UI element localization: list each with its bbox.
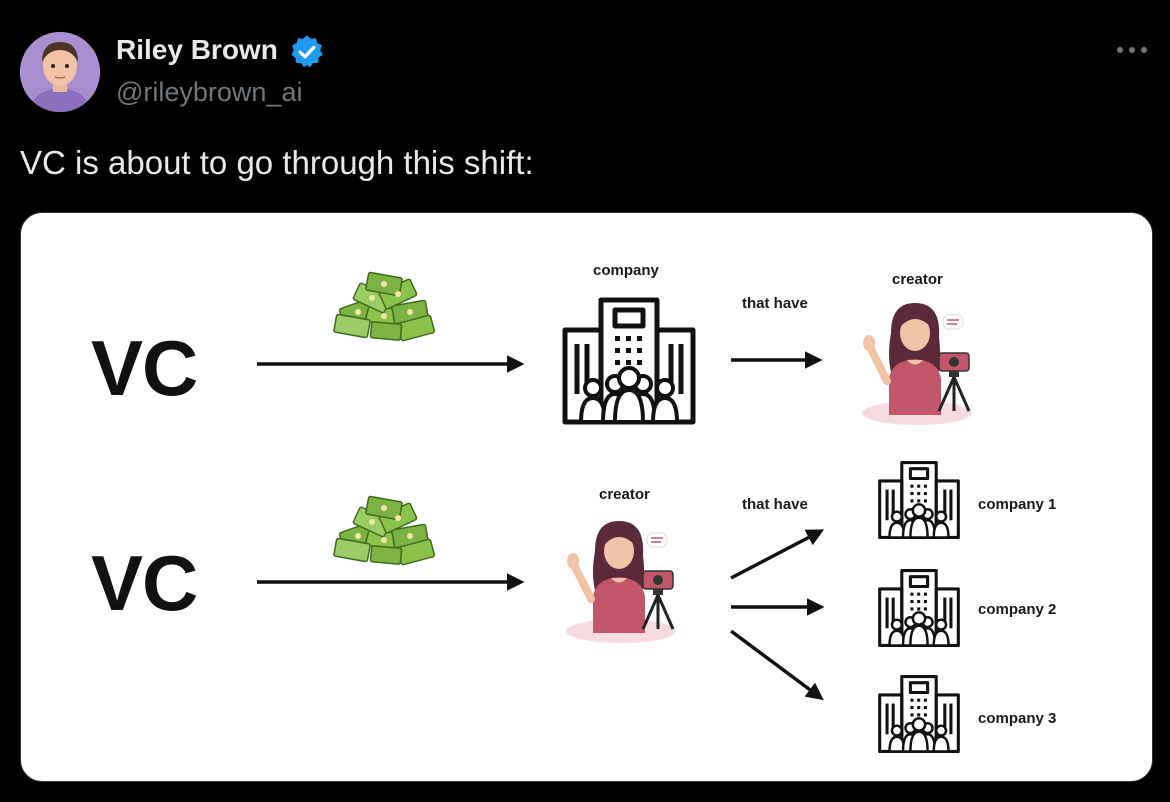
company-1-building-icon — [876, 459, 962, 541]
company-1-label: company 1 — [978, 496, 1057, 513]
company-2-label: company 2 — [978, 601, 1057, 618]
arrow-vc-to-company — [257, 355, 525, 373]
company-building-icon — [559, 295, 699, 427]
money-icon-row2 — [331, 495, 441, 569]
arrow-company-to-creator — [731, 351, 823, 369]
creator-illustration-icon — [561, 515, 691, 645]
money-icon-row1 — [331, 271, 441, 345]
company-3-building-icon — [876, 673, 962, 755]
author-name[interactable]: Riley Brown — [116, 34, 278, 65]
creator-label-row2: creator — [599, 486, 650, 503]
verified-badge-icon — [291, 35, 323, 68]
company-label: company — [593, 262, 659, 279]
company-3-label: company 3 — [978, 710, 1057, 727]
arrows-creator-to-companies — [729, 529, 825, 701]
tweet-image[interactable]: VC company that have creator VC creator … — [20, 212, 1153, 782]
that-have-label-row1: that have — [742, 295, 808, 312]
vc-label-row2: VC — [91, 539, 198, 627]
that-have-label-row2: that have — [742, 496, 808, 513]
company-2-building-icon — [876, 567, 962, 649]
avatar[interactable] — [20, 32, 100, 112]
more-options-icon[interactable] — [1112, 38, 1152, 62]
vc-label-row1: VC — [91, 324, 198, 412]
tweet-text: VC is about to go through this shift: — [20, 144, 534, 181]
avatar-image — [20, 32, 100, 112]
arrow-vc-to-creator — [257, 573, 525, 591]
author-handle[interactable]: @rileybrown_ai — [116, 77, 303, 107]
creator-illustration-icon — [857, 297, 987, 427]
creator-label-row1: creator — [892, 271, 943, 288]
